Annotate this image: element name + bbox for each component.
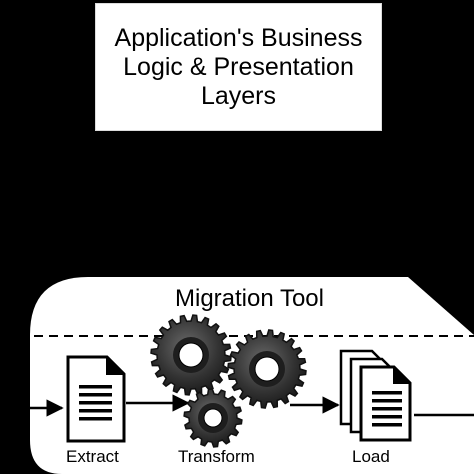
- gear-large-left: [150, 314, 232, 396]
- transform-label: Transform: [178, 447, 255, 466]
- gear-small: [183, 388, 243, 448]
- application-layers-box: Application's Business Logic & Presentat…: [95, 3, 382, 131]
- application-layers-line-2: Logic & Presentation: [123, 52, 354, 81]
- migration-tool-title: Migration Tool: [175, 285, 324, 312]
- extract-label: Extract: [66, 447, 119, 466]
- gear-large-right: [227, 329, 307, 409]
- application-layers-line-3: Layers: [200, 81, 277, 110]
- stacked-documents-icon: [339, 349, 412, 442]
- document-icon: [66, 355, 126, 443]
- gear-icon: [150, 314, 307, 448]
- application-layers-line-1: Application's Business: [114, 23, 363, 52]
- load-label: Load: [352, 447, 390, 466]
